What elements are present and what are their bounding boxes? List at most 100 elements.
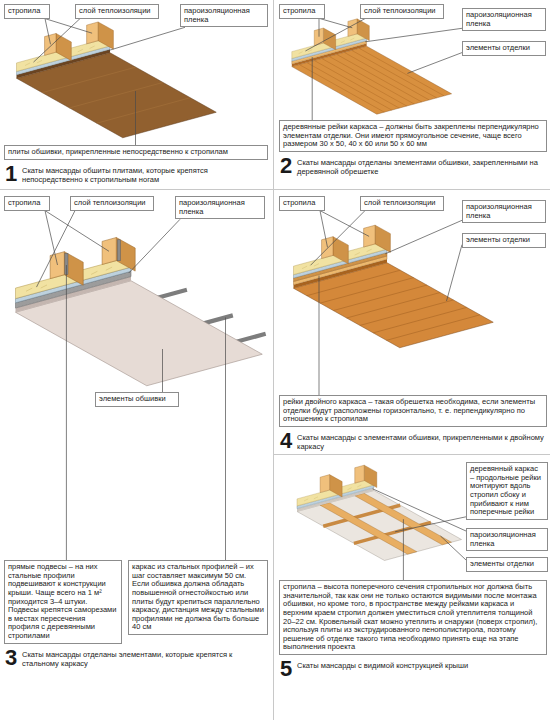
panel-divider: [0, 189, 550, 190]
board-texture: [42, 67, 190, 123]
callout-text: пароизоляционная пленка: [466, 203, 542, 220]
callout-text: слой теплоизоляции: [74, 199, 150, 208]
callout-text: элементы отделки: [470, 560, 544, 569]
callout-box: слой теплоизоляции: [360, 4, 444, 19]
leader-line: [45, 19, 51, 45]
callout-box: пароизоляционная пленка: [175, 196, 265, 219]
callout-box: элементы отделки: [462, 233, 546, 248]
leader-line: [129, 219, 180, 273]
figure-caption: Скаты мансарды отделаны элементами, кото…: [22, 650, 268, 668]
callout-text: элементы отделки: [466, 236, 542, 245]
callout-text: пароизоляционная пленка: [179, 199, 261, 216]
leader-line: [162, 349, 163, 392]
leader-line: [320, 211, 369, 237]
figure-caption: Скаты мансарды отделаны элементами обшив…: [297, 158, 547, 176]
callout-text: деревянные рейки каркаса – должны быть з…: [283, 123, 543, 149]
callout-box: пароизоляционная пленка: [462, 8, 546, 31]
callout-box: стропила: [4, 4, 50, 19]
leader-line: [319, 276, 320, 396]
leader-line: [441, 536, 467, 560]
callout-text: элементы отделки: [466, 44, 542, 53]
roof-slope-3: [16, 237, 266, 385]
leader-line: [320, 211, 328, 248]
leader-line: [225, 318, 226, 561]
callout-box: деревянные рейки каркаса – должны быть з…: [279, 120, 547, 152]
callout-text: стропила: [8, 7, 46, 16]
roof-layers: [297, 465, 377, 509]
callout-text: пароизоляционная пленка: [184, 7, 264, 24]
roof-layers: [292, 19, 370, 61]
callout-text: стропила: [283, 199, 321, 208]
leader-line: [108, 27, 185, 50]
callout-text: пароизоляционная пленка: [470, 531, 544, 548]
leader-line: [45, 211, 58, 265]
callout-box: плиты обшивки, прикрепленные непосредств…: [4, 145, 268, 160]
callout-box: элементы обшивки: [95, 392, 179, 407]
callout-box: рейки двойного каркаса – такая обрешетка…: [279, 395, 547, 427]
leader-line: [447, 245, 463, 301]
callout-box: стропила: [279, 196, 325, 211]
figure-caption: Скаты мансарды с элементами обшивки, при…: [297, 433, 547, 451]
leader-line: [312, 57, 313, 120]
figure-number: 4: [280, 430, 292, 452]
leader-line: [311, 211, 366, 266]
callout-box: стропила – высота поперечного сечения ст…: [279, 580, 547, 655]
callout-text: плиты обшивки, прикрепленные непосредств…: [8, 148, 264, 157]
figure-number: 1: [5, 163, 17, 185]
figure-number: 2: [280, 155, 292, 177]
callout-text: слой теплоизоляции: [79, 7, 155, 16]
callout-box: деревянный каркас – продольные рейки мон…: [466, 462, 548, 520]
leader-line: [385, 220, 462, 254]
leader-line: [305, 19, 365, 51]
callout-text: стропила: [283, 7, 321, 16]
leader-line: [365, 28, 462, 42]
figure-number: 5: [280, 658, 292, 680]
callout-text: элементы обшивки: [99, 395, 175, 404]
callout-text: прямые подвесы – на них стальные профили…: [8, 563, 118, 641]
callout-text: каркас из стальных профилей – их шаг сос…: [132, 563, 264, 632]
callout-box: пароизоляционная пленка: [466, 528, 548, 551]
callout-text: стропила – высота поперечного сечения ст…: [283, 583, 543, 652]
callout-box: прямые подвесы – на них стальные профили…: [4, 560, 122, 644]
roof-slope-5: [297, 465, 462, 560]
panel-divider: [274, 454, 550, 455]
leader-line: [66, 265, 67, 560]
figure-caption: Скаты мансарды с видимой конструкцией кр…: [297, 661, 547, 670]
leader-line: [34, 19, 81, 63]
callout-box: каркас из стальных профилей – их шаг сос…: [128, 560, 268, 635]
callout-text: слой теплоизоляции: [364, 7, 440, 16]
figure-number: 3: [5, 647, 17, 669]
callout-box: стропила: [279, 4, 325, 19]
upper-layers: [16, 237, 136, 302]
callout-box: элементы отделки: [462, 41, 546, 56]
callout-text: пароизоляционная пленка: [466, 11, 542, 28]
panel-divider: [273, 0, 274, 720]
roof-layers: [294, 225, 391, 278]
callout-box: элементы отделки: [466, 557, 548, 572]
leader-line: [135, 91, 136, 145]
board-joints: [307, 270, 480, 340]
callout-box: пароизоляционная пленка: [462, 200, 546, 223]
callout-text: слой теплоизоляции: [364, 199, 440, 208]
leader-line: [403, 519, 404, 580]
leader-line: [320, 19, 352, 28]
leader-line: [407, 53, 462, 74]
leader-line: [45, 211, 109, 252]
figure-caption: Скаты мансарды обшиты плитами, которые к…: [22, 166, 268, 184]
callout-text: рейки двойного каркаса – такая обрешетка…: [283, 398, 543, 424]
callout-box: слой теплоизоляции: [360, 196, 444, 211]
leader-line: [37, 211, 76, 288]
callout-text: деревянный каркас – продольные рейки мон…: [470, 465, 544, 517]
roof-slope-1: [17, 22, 217, 138]
leader-line: [395, 517, 466, 532]
callout-box: пароизоляционная пленка: [180, 4, 268, 27]
roof-layers: [16, 237, 136, 302]
callout-text: стропила: [8, 199, 46, 208]
callout-box: слой теплоизоляции: [70, 196, 154, 211]
leader-line: [319, 19, 320, 37]
leader-line: [45, 19, 92, 34]
visible-rafter: [320, 503, 417, 555]
hanger: [117, 240, 120, 261]
roof-layers: [17, 22, 114, 75]
